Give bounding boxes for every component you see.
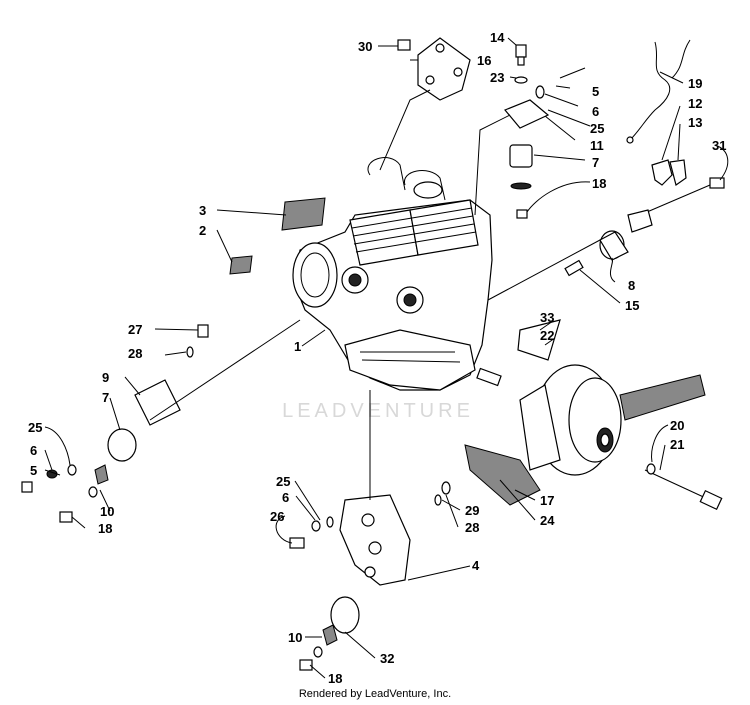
callout-20: 20 [670,418,684,433]
callout-24: 24 [540,513,555,528]
callout-22: 22 [540,328,554,343]
drive-clutch [464,319,723,511]
leader-lines [44,37,729,679]
callout-14: 14 [490,30,505,45]
callout-18: 18 [98,521,112,536]
callout-18: 18 [592,176,606,191]
callout-28: 28 [128,346,142,361]
upper-mount-plate [379,37,471,171]
callout-16: 16 [477,53,491,68]
wire-harness [626,39,725,233]
callout-12: 12 [688,96,702,111]
callout-10: 10 [288,630,302,645]
callout-26: 26 [270,509,284,524]
callout-25: 25 [276,474,290,489]
engine-assembly [292,157,502,391]
callout-23: 23 [490,70,504,85]
callout-4: 4 [472,558,480,573]
callout-labels: 30 16 14 23 5 6 25 11 7 18 19 12 13 31 3… [28,30,726,686]
callout-11: 11 [590,138,604,153]
callout-29: 29 [465,503,479,518]
callout-10: 10 [100,504,114,519]
callout-6: 6 [592,104,599,119]
callout-7: 7 [592,155,599,170]
callout-15: 15 [625,298,639,313]
callout-17: 17 [540,493,554,508]
callout-21: 21 [670,437,684,452]
callout-3: 3 [199,203,206,218]
callout-6: 6 [282,490,289,505]
callout-2: 2 [199,223,206,238]
callout-25: 25 [28,420,42,435]
callout-18: 18 [328,671,342,686]
callout-1: 1 [294,339,301,354]
upper-right-mount [474,44,586,219]
callout-5: 5 [592,84,599,99]
callout-7: 7 [102,390,109,405]
callout-31: 31 [712,138,726,153]
callout-8: 8 [628,278,635,293]
watermark: LEADVENTURE [282,400,474,422]
left-mount [21,319,301,523]
render-credit: Rendered by LeadVenture, Inc. [298,688,452,700]
callout-32: 32 [380,651,394,666]
heat-shield-pads [229,197,326,275]
callout-25: 25 [590,121,604,136]
callout-6: 6 [30,443,37,458]
callout-13: 13 [688,115,702,130]
callout-30: 30 [358,39,372,54]
callout-5: 5 [30,463,37,478]
callout-9: 9 [102,370,109,385]
bushing-and-spacer [487,230,629,301]
callout-28: 28 [465,520,479,535]
lower-bracket [289,390,451,671]
callout-19: 19 [688,76,702,91]
callout-27: 27 [128,322,142,337]
callout-33: 33 [540,310,554,325]
